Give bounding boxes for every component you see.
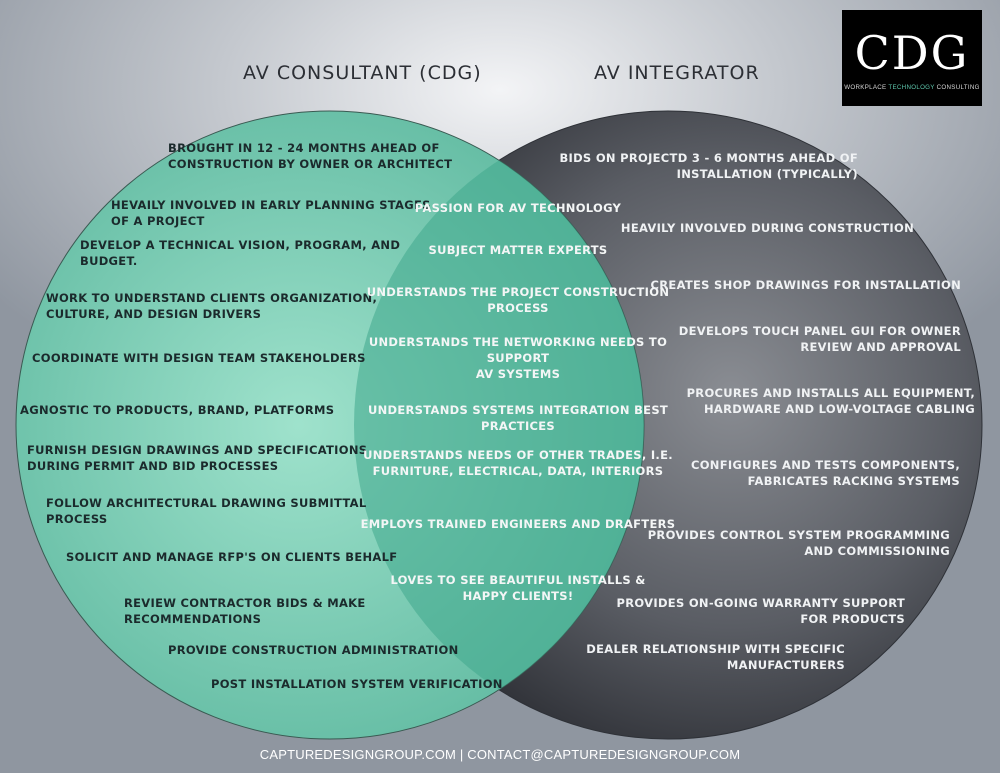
integrator-item: DEVELOPS TOUCH PANEL GUI FOR OWNER REVIE… <box>678 324 961 354</box>
consultant-item: SOLICIT AND MANAGE RFP'S ON CLIENTS BEHA… <box>66 550 398 564</box>
integrator-item: CONFIGURES AND TESTS COMPONENTS, FABRICA… <box>690 458 960 488</box>
logo-tagline-end: CONSULTING <box>934 84 980 91</box>
consultant-item: WORK TO UNDERSTAND CLIENTS ORGANIZATION,… <box>46 291 378 321</box>
shared-item: UNDERSTANDS THE NETWORKING NEEDS TO SUPP… <box>368 335 668 381</box>
logo-tagline-start: WORKPLACE <box>844 84 889 91</box>
integrator-item: CREATES SHOP DRAWINGS FOR INSTALLATION <box>650 278 961 292</box>
consultant-heading: AV CONSULTANT (CDG) <box>243 62 482 84</box>
consultant-item: COORDINATE WITH DESIGN TEAM STAKEHOLDERS <box>32 351 366 365</box>
footer-contact: CAPTUREDESIGNGROUP.COM | CONTACT@CAPTURE… <box>259 747 741 762</box>
shared-item: UNDERSTANDS NEEDS OF OTHER TRADES, I.E. … <box>363 448 673 478</box>
shared-item: PASSION FOR AV TECHNOLOGY <box>414 201 622 215</box>
consultant-item: FOLLOW ARCHITECTURAL DRAWING SUBMITTAL P… <box>46 496 367 526</box>
cdg-logo: CDG WORKPLACE TECHNOLOGY CONSULTING <box>842 10 982 106</box>
consultant-item: REVIEW CONTRACTOR BIDS & MAKE RECOMMENDA… <box>124 596 366 626</box>
consultant-item: POST INSTALLATION SYSTEM VERIFICATION <box>211 677 503 691</box>
shared-item: UNDERSTANDS THE PROJECT CONSTRUCTION PRO… <box>366 285 670 315</box>
consultant-item: DEVELOP A TECHNICAL VISION, PROGRAM, AND… <box>80 238 401 268</box>
consultant-item: PROVIDE CONSTRUCTION ADMINISTRATION <box>168 643 459 657</box>
integrator-item: PROCURES AND INSTALLS ALL EQUIPMENT, HAR… <box>686 386 975 416</box>
integrator-item: BIDS ON PROJECTD 3 - 6 MONTHS AHEAD OF I… <box>559 151 858 181</box>
consultant-item: FURNISH DESIGN DRAWINGS AND SPECIFICATIO… <box>27 443 368 473</box>
consultant-item: AGNOSTIC TO PRODUCTS, BRAND, PLATFORMS <box>20 403 335 417</box>
shared-item: SUBJECT MATTER EXPERTS <box>428 243 608 257</box>
consultant-item: BROUGHT IN 12 - 24 MONTHS AHEAD OF CONST… <box>168 141 453 171</box>
integrator-item: PROVIDES CONTROL SYSTEM PROGRAMMING AND … <box>647 528 950 558</box>
overlap-region <box>354 111 644 739</box>
integrator-item: HEAVILY INVOLVED DURING CONSTRUCTION <box>620 221 914 235</box>
shared-item: EMPLOYS TRAINED ENGINEERS AND DRAFTERS <box>360 517 676 531</box>
consultant-item: HEVAILY INVOLVED IN EARLY PLANNING STAGE… <box>111 198 431 228</box>
integrator-heading: AV INTEGRATOR <box>594 62 760 84</box>
shared-item: UNDERSTANDS SYSTEMS INTEGRATION BEST PRA… <box>367 403 669 433</box>
integrator-item: DEALER RELATIONSHIP WITH SPECIFIC MANUFA… <box>586 642 845 672</box>
logo-tagline-accent: TECHNOLOGY <box>888 84 935 91</box>
logo-mark: CDG <box>854 26 970 80</box>
shared-item: LOVES TO SEE BEAUTIFUL INSTALLS & HAPPY … <box>390 573 646 603</box>
integrator-item: PROVIDES ON-GOING WARRANTY SUPPORT FOR P… <box>616 596 905 626</box>
logo-tagline: WORKPLACE TECHNOLOGY CONSULTING <box>842 84 982 91</box>
